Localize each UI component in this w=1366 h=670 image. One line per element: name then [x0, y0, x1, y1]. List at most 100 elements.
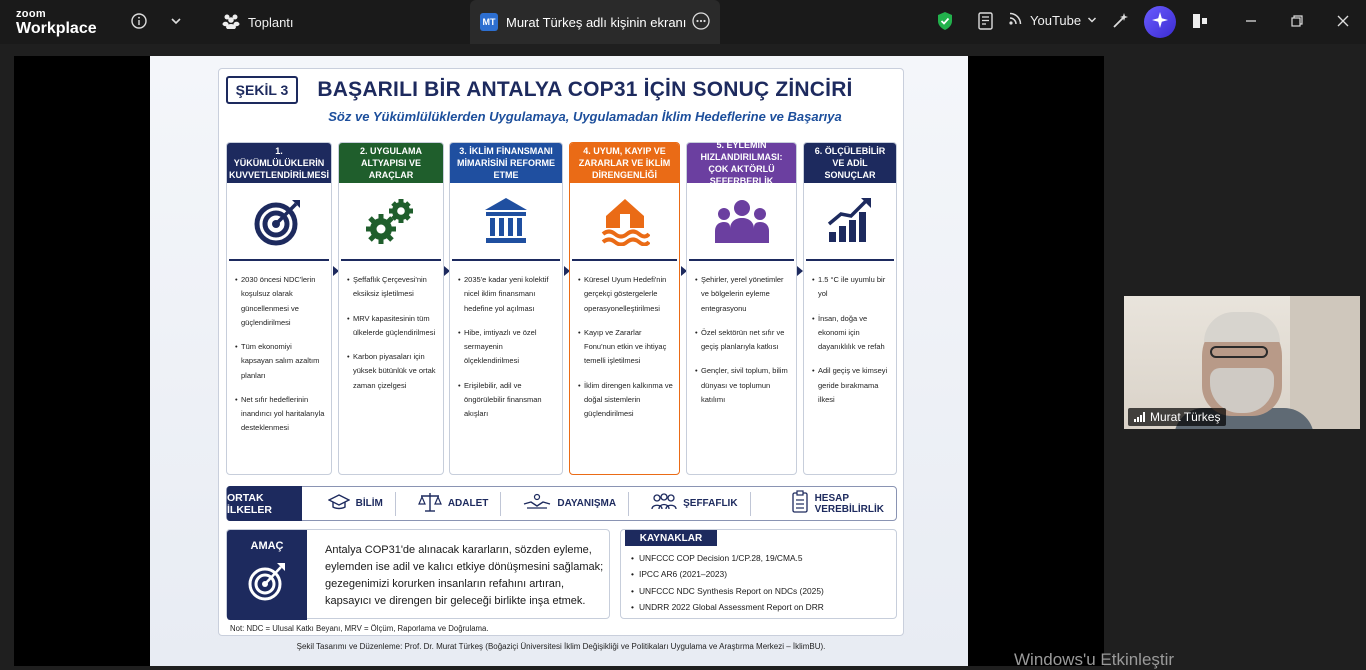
list-item: 2030 öncesi NDC'lerin koşulsuz olarak gü…: [235, 273, 325, 330]
column-results: 6. ÖLÇÜLEBİLİR VE ADİL SONUÇLAR 1.5 °C i…: [803, 142, 897, 475]
youtube-stream-button[interactable]: YouTube: [1008, 12, 1097, 29]
column-title: 4. UYUM, KAYIP VE ZARARLAR VE İKLİM DİRE…: [570, 143, 679, 183]
sources-label: KAYNAKLAR: [625, 530, 717, 546]
list-item: Şeffaflık Çerçevesi'nin eksiksiz işletil…: [347, 273, 437, 302]
share-avatar-badge: MT: [480, 13, 498, 31]
source-item: UNFCCC COP Decision 1/CP.28, 19/CMA.5: [631, 550, 824, 567]
shield-icon[interactable]: [935, 11, 955, 31]
principle-label: BİLİM: [355, 498, 383, 509]
principle-science: BİLİM: [316, 491, 396, 516]
chevron-down-icon: [1087, 13, 1097, 28]
sidebar-icon[interactable]: [1190, 11, 1210, 31]
list-item: Kayıp ve Zararlar Fonu'nun etkin ve ihti…: [578, 326, 673, 369]
target-icon: [247, 560, 287, 607]
list-item: Küresel Uyum Hedefi'nin gerçekçi gösterg…: [578, 273, 673, 316]
flood-house-icon: [570, 183, 679, 259]
column-items: Küresel Uyum Hedefi'nin gerçekçi gösterg…: [570, 273, 679, 421]
handshake-icon: [523, 492, 551, 515]
column-items: Şeffaflık Çerçevesi'nin eksiksiz işletil…: [339, 273, 443, 393]
checklist-icon: [791, 490, 809, 517]
ai-companion-button[interactable]: [1144, 6, 1176, 38]
list-item: Gençler, sivil toplum, bilim dünyası ve …: [695, 364, 790, 407]
signal-bars-icon: [1134, 412, 1145, 422]
principle-justice: ADALET: [396, 491, 502, 516]
people-icon: [222, 13, 240, 32]
ai-sparkle-icon: [1151, 11, 1169, 34]
list-item: 2035'e kadar yeni kolektif nicel iklim f…: [458, 273, 556, 316]
column-title: 6. ÖLÇÜLEBİLİR VE ADİL SONUÇLAR: [804, 143, 896, 183]
growth-chart-icon: [804, 183, 896, 259]
chain-arrow-icon: [797, 266, 803, 276]
list-item: Özel sektörün net sıfır ve geçiş planlar…: [695, 326, 790, 355]
chain-arrow-icon: [444, 266, 450, 276]
goal-text: Antalya COP31'de alınacak kararların, sö…: [325, 544, 604, 608]
gears-icon: [339, 183, 443, 259]
chevron-down-icon[interactable]: [166, 11, 186, 31]
principle-transparency: ŞEFFAFLIK: [629, 491, 751, 516]
principle-solidarity: DAYANIŞMA: [501, 491, 630, 516]
column-divider: [341, 259, 441, 261]
column-items: Şehirler, yerel yönetimler ve bölgelerin…: [687, 273, 796, 407]
column-commitments: 1. YÜKÜMLÜLÜKLERİN KUVVETLENDİRİLMESİ 20…: [226, 142, 332, 475]
column-title: 3. İKLİM FİNANSMANI MİMARİSİNİ REFORME E…: [450, 143, 562, 183]
group-icon: [687, 183, 796, 259]
list-item: 1.5 °C ile uyumlu bir yol: [812, 273, 890, 302]
list-item: Tüm ekonomiyi kapsayan salım azaltım pla…: [235, 340, 325, 383]
scales-icon: [417, 491, 442, 516]
principle-label: ADALET: [447, 498, 489, 509]
common-principles-label: ORTAK İLKELER: [227, 486, 302, 521]
wand-icon[interactable]: [1110, 11, 1130, 31]
tab-screen-share[interactable]: MT Murat Türkeş adlı kişinin ekranı: [470, 0, 720, 44]
list-item: MRV kapasitesinin tüm ülkelerde güçlendi…: [347, 312, 437, 341]
title-bar: zoom Workplace Toplantı MT Murat Türkeş …: [0, 0, 1366, 44]
column-finance: 3. İKLİM FİNANSMANI MİMARİSİNİ REFORME E…: [449, 142, 563, 475]
minimize-icon[interactable]: [1241, 11, 1261, 31]
close-icon[interactable]: [1333, 11, 1353, 31]
goal-box: AMAÇ Antalya COP31'de alınacak kararları…: [226, 529, 610, 620]
column-divider: [452, 259, 560, 261]
common-principles-bar: ORTAK İLKELER BİLİM ADALET DAYANIŞMA ŞEF…: [226, 486, 897, 521]
source-item: UNFCCC NDC Synthesis Report on NDCs (202…: [631, 583, 824, 600]
abbreviation-note: Not: NDC = Ulusal Katkı Beyanı, MRV = Öl…: [230, 624, 489, 633]
windows-activation-watermark: Windows'u Etkinleştir: [1014, 650, 1175, 669]
slide-title: BAŞARILI BİR ANTALYA COP31 İÇİN SONUÇ Zİ…: [317, 78, 853, 101]
list-item: Erişilebilir, adil ve öngörülebilir fina…: [458, 379, 556, 422]
chain-arrow-icon: [564, 266, 570, 276]
goal-label: AMAÇ: [250, 540, 284, 552]
tab-screen-share-label: Murat Türkeş adlı kişinin ekranı: [506, 14, 687, 30]
bank-icon: [450, 183, 562, 259]
column-infrastructure: 2. UYGULAMA ALTYAPISI VE ARAÇLAR Şeffafl…: [338, 142, 444, 475]
column-divider: [572, 259, 677, 261]
participant-name: Murat Türkeş: [1150, 410, 1221, 424]
restore-icon[interactable]: [1287, 11, 1307, 31]
column-adaptation: 4. UYUM, KAYIP VE ZARARLAR VE İKLİM DİRE…: [569, 142, 680, 475]
list-item: Şehirler, yerel yönetimler ve bölgelerin…: [695, 273, 790, 316]
brand-bottom: Workplace: [16, 20, 97, 37]
participant-video-tile[interactable]: [1124, 296, 1360, 429]
column-items: 1.5 °C ile uyumlu bir yol İnsan, doğa ve…: [804, 273, 896, 407]
list-item: Karbon piyasaları için yüksek bütünlük v…: [347, 350, 437, 393]
tab-meeting[interactable]: Toplantı: [210, 0, 306, 44]
column-items: 2035'e kadar yeni kolektif nicel iklim f…: [450, 273, 562, 421]
column-divider: [229, 259, 329, 261]
more-icon[interactable]: [692, 11, 710, 33]
tab-meeting-label: Toplantı: [248, 14, 294, 30]
figure-label: ŞEKİL 3: [226, 76, 298, 104]
video-person-beard: [1210, 368, 1274, 413]
list-item: Hibe, imtiyazlı ve özel sermayenin ölçek…: [458, 326, 556, 369]
column-acceleration: 5. EYLEMİN HIZLANDIRILMASI: ÇOK AKTÖRLÜ …: [686, 140, 797, 475]
column-divider: [806, 259, 894, 261]
list-item: İnsan, doğa ve ekonomi için dayanıklılık…: [812, 312, 890, 355]
sources-list: UNFCCC COP Decision 1/CP.28, 19/CMA.5 IP…: [631, 550, 824, 616]
info-icon[interactable]: [129, 11, 149, 31]
notes-icon[interactable]: [976, 11, 996, 31]
participant-name-tag: Murat Türkeş: [1128, 408, 1227, 426]
principle-label: DAYANIŞMA: [557, 498, 617, 509]
principle-label: ŞEFFAFLIK: [683, 498, 738, 509]
list-item: İklim direngen kalkınma ve doğal sisteml…: [578, 379, 673, 422]
broadcast-icon: [1008, 12, 1024, 29]
goal-badge: AMAÇ: [227, 530, 307, 620]
youtube-label: YouTube: [1030, 13, 1082, 28]
people-group-icon: [651, 492, 677, 515]
column-title: 5. EYLEMİN HIZLANDIRILMASI: ÇOK AKTÖRLÜ …: [687, 140, 796, 186]
